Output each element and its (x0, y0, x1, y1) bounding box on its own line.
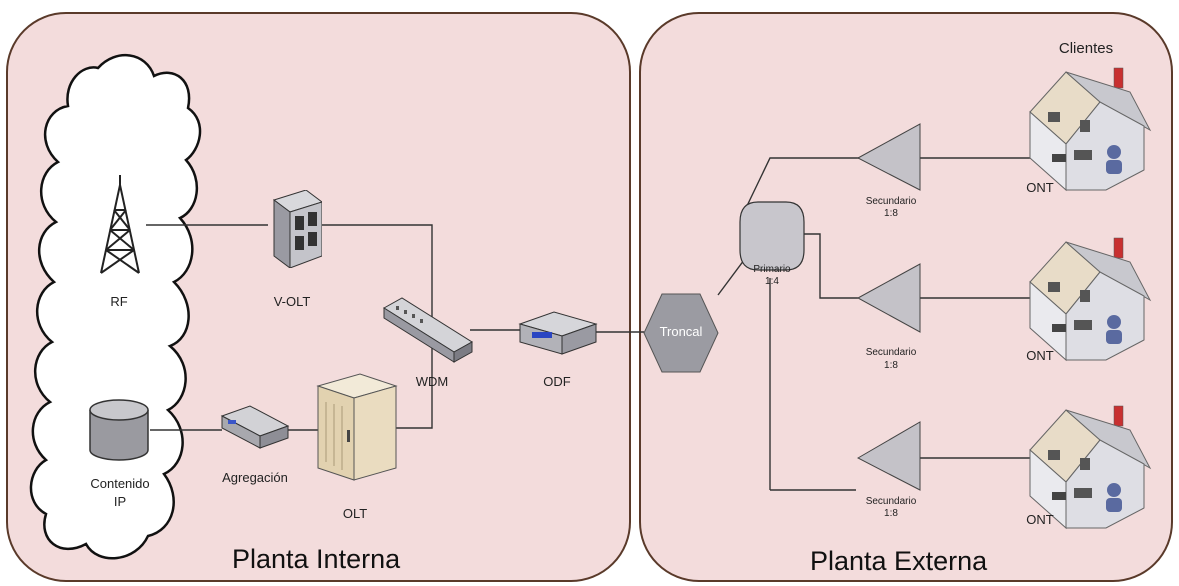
olt-label: OLT (342, 506, 368, 521)
secondary-splitter-2-shape (856, 263, 921, 333)
external-plant-title: Planta Externa (810, 546, 988, 576)
content-label-line2: IP (113, 494, 127, 509)
house-2-icon (1029, 237, 1152, 362)
ont-3-label: ONT (1026, 512, 1054, 527)
secondary-2-label-line1: Secundario (865, 347, 917, 358)
trunk-hexagon (643, 293, 719, 373)
volt-server-icon (272, 190, 322, 268)
rf-label: RF (110, 294, 128, 309)
secondary-1-label-line1: Secundario (865, 196, 917, 207)
odf-device-icon (518, 311, 598, 355)
secondary-splitter-1-shape (856, 123, 921, 191)
radio-tower-icon (100, 175, 140, 274)
database-icon (89, 399, 149, 461)
primary-label-line2: 1:4 (765, 276, 779, 287)
olt-cabinet-icon (316, 373, 398, 481)
secondary-1-label-line2: 1:8 (884, 208, 898, 219)
odf-label: ODF (543, 374, 571, 389)
primary-splitter-shape (739, 201, 805, 271)
ont-1-label: ONT (1026, 180, 1054, 195)
ont-2-label: ONT (1026, 348, 1054, 363)
wdm-label: WDM (415, 374, 449, 389)
volt-label: V-OLT (273, 294, 311, 309)
aggregation-switch-icon (220, 405, 290, 449)
clients-label: Clientes (1058, 40, 1114, 57)
house-1-icon (1029, 67, 1152, 192)
wdm-device-icon (383, 297, 473, 363)
secondary-2-label-line2: 1:8 (884, 360, 898, 371)
content-label-line1: Contenido (90, 476, 150, 491)
aggregation-label: Agregación (222, 470, 288, 485)
secondary-3-label-line1: Secundario (865, 496, 917, 507)
internal-plant-title: Planta Interna (232, 544, 401, 574)
trunk-label: Troncal (659, 324, 703, 339)
primary-label-line1: Primario (753, 264, 791, 275)
secondary-3-label-line2: 1:8 (884, 508, 898, 519)
house-3-icon (1029, 405, 1152, 530)
secondary-splitter-3-shape (856, 421, 921, 491)
cloud-shape (29, 54, 202, 560)
